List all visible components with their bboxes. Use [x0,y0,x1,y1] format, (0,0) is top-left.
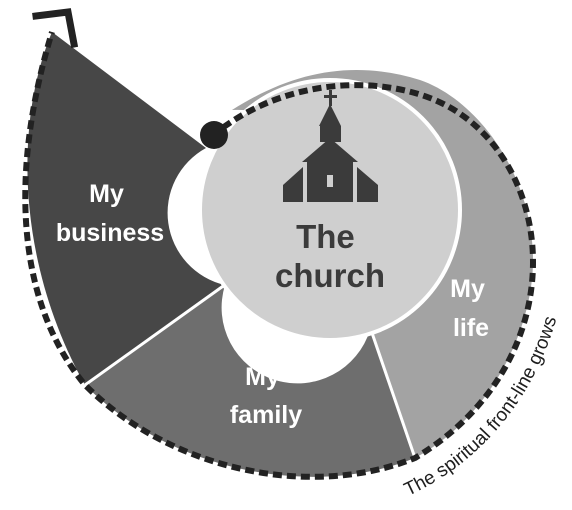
life-line-1: My [450,275,485,303]
segment-label-family: My family [230,363,302,429]
center-line-2: church [275,257,385,294]
center-line-1: The [296,218,355,255]
segment-my-family [85,285,415,477]
segment-label-life: My life [450,275,492,342]
spiral-dashed-outline [22,31,537,480]
family-line-2: family [230,401,302,429]
segment-label-business: My business [56,180,164,247]
segment-my-life [232,70,533,458]
business-line-2: business [56,219,164,247]
church-icon [283,90,378,202]
business-line-1: My [89,180,124,208]
divider-business-family [84,282,227,387]
life-line-2: life [453,314,489,342]
center-label: The church [275,218,385,294]
arrowhead-icon [32,8,79,49]
divider-family-life [369,329,417,459]
spiral-start-dot [200,121,228,149]
segment-my-business [27,32,226,385]
church-center-circle [198,78,462,342]
family-line-1: My [245,363,280,391]
